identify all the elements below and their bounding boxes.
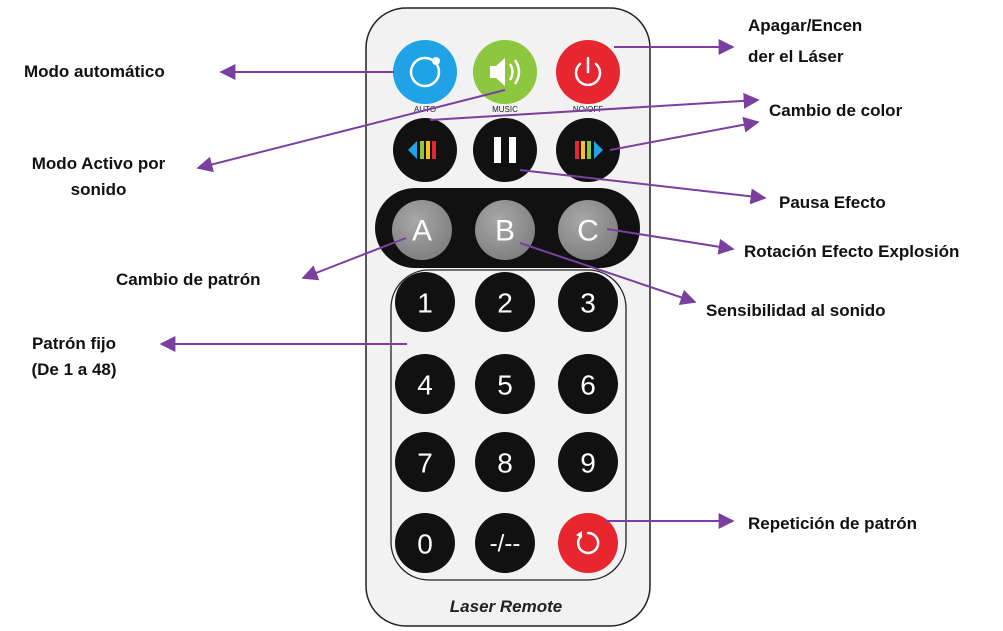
key-8-button[interactable]: 8 <box>475 432 535 492</box>
key-6-label: 6 <box>580 370 596 401</box>
key-8-label: 8 <box>497 448 513 479</box>
key-5-button[interactable]: 5 <box>475 354 535 414</box>
color-prev-button[interactable] <box>393 118 457 182</box>
pattern-b-label: B <box>495 215 515 248</box>
pattern-c-button[interactable]: C <box>558 200 618 260</box>
label-sound-mode-line1: Modo Activo por <box>31 154 166 173</box>
key-0-button[interactable]: 0 <box>395 513 455 573</box>
label-pause: Pausa Efecto <box>779 193 886 212</box>
arrow-color-change-top <box>429 92 760 121</box>
color-next-button[interactable] <box>556 118 620 182</box>
arrow-rotation <box>606 228 735 255</box>
pattern-a-button[interactable]: A <box>392 200 452 260</box>
key-9-label: 9 <box>580 448 596 479</box>
repeat-button[interactable] <box>558 513 618 573</box>
pause-button[interactable] <box>473 118 537 182</box>
key-1-label: 1 <box>417 288 433 319</box>
arrow-pause <box>519 169 767 205</box>
pattern-c-label: C <box>577 215 599 248</box>
key-7-button[interactable]: 7 <box>395 432 455 492</box>
key-9-button[interactable]: 9 <box>558 432 618 492</box>
key-3-label: 3 <box>580 288 596 319</box>
key-2-button[interactable]: 2 <box>475 272 535 332</box>
label-pattern-change: Cambio de patrón <box>116 270 261 289</box>
label-sound-mode-line2: sonido <box>70 180 127 199</box>
color-next-icon <box>575 141 603 159</box>
key-4-label: 4 <box>417 370 433 401</box>
label-fixed-pattern-line1: Patrón fijo <box>31 334 117 353</box>
arrow-color-change-right <box>609 116 760 151</box>
label-power-line2: der el Láser <box>748 47 844 66</box>
key-2-label: 2 <box>497 288 513 319</box>
key-1-button[interactable]: 1 <box>395 272 455 332</box>
color-prev-icon <box>408 141 436 159</box>
callout-arrows <box>159 39 767 529</box>
arrow-pattern-change <box>301 237 407 281</box>
label-sensitivity: Sensibilidad al sonido <box>706 301 886 320</box>
label-rotation: Rotación Efecto Explosión <box>744 242 960 261</box>
power-button[interactable] <box>556 40 620 104</box>
brand-label: Laser Remote <box>450 597 562 616</box>
pattern-a-label: A <box>412 215 432 248</box>
key-5-label: 5 <box>497 370 513 401</box>
key-3-button[interactable]: 3 <box>558 272 618 332</box>
label-auto-mode: Modo automático <box>24 62 165 81</box>
label-repeat-pattern: Repetición de patrón <box>748 514 918 533</box>
music-button[interactable] <box>473 40 537 104</box>
key-7-label: 7 <box>417 448 433 479</box>
repeat-icon <box>576 531 600 555</box>
key-0-label: 0 <box>417 529 433 560</box>
key-6-button[interactable]: 6 <box>558 354 618 414</box>
label-fixed-pattern-line2: (De 1 a 48) <box>31 360 117 379</box>
music-caption: MUSIC <box>492 105 518 114</box>
speaker-icon <box>490 58 521 86</box>
pattern-b-button[interactable]: B <box>475 200 535 260</box>
label-power-line1: Apagar/Encen <box>748 16 863 35</box>
auto-mode-icon <box>409 56 441 88</box>
keypad-frame <box>390 269 627 581</box>
auto-button[interactable] <box>393 40 457 104</box>
power-icon <box>574 56 602 87</box>
key-dash-button[interactable]: -/-- <box>475 513 535 573</box>
arrow-sound-mode <box>196 89 506 173</box>
pause-icon <box>494 137 516 163</box>
arrow-sensitivity <box>519 242 697 305</box>
key-dash-label: -/-- <box>490 531 521 558</box>
key-4-button[interactable]: 4 <box>395 354 455 414</box>
label-color-change: Cambio de color <box>769 101 903 120</box>
